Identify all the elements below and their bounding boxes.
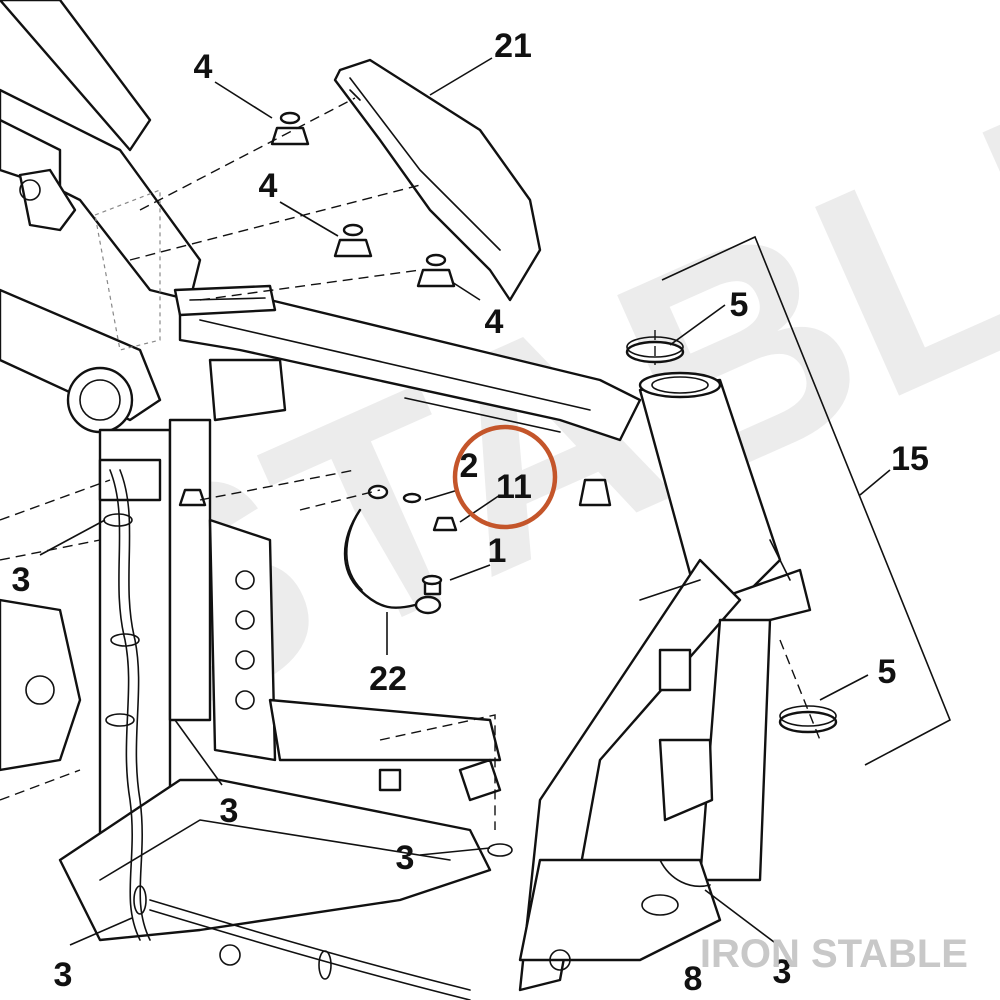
callout-3-bottom-left: 3 — [54, 956, 73, 994]
callout-21: 21 — [494, 27, 532, 65]
callout-2: 2 — [460, 447, 479, 485]
callout-3-post: 3 — [220, 792, 239, 830]
fasteners — [178, 478, 612, 596]
brand-wordmark: IRON STABLE — [700, 932, 968, 976]
callout-3-left: 3 — [12, 561, 31, 599]
callout-5-lower: 5 — [878, 653, 897, 691]
side-cover-part — [333, 58, 542, 302]
callouts: 21 4 4 4 5 15 5 2 11 1 22 3 3 3 3 3 8 — [12, 27, 929, 998]
callout-5-upper: 5 — [730, 286, 749, 324]
seat-post — [98, 358, 287, 902]
wiring-harness — [109, 469, 471, 1000]
callout-4-middle: 4 — [259, 167, 278, 205]
leader-lines — [39, 57, 952, 946]
callout-22: 22 — [369, 660, 407, 698]
callout-11: 11 — [496, 468, 532, 506]
upper-left-tubes — [0, 0, 202, 434]
bottom-rails — [58, 698, 722, 971]
callout-4-lower: 4 — [485, 303, 504, 341]
highlight-ring — [452, 424, 558, 530]
cable-ties — [103, 513, 711, 980]
callout-3-center: 3 — [396, 839, 415, 877]
callout-8: 8 — [684, 960, 703, 998]
callout-3-bottom-right: 3 — [773, 953, 792, 991]
callout-4-top: 4 — [194, 48, 213, 86]
callout-15: 15 — [891, 440, 929, 478]
left-bracket — [0, 598, 82, 772]
ground-strap — [343, 484, 442, 615]
callout-1: 1 — [488, 532, 507, 570]
frame-drawing — [0, 0, 838, 1000]
grommets — [270, 111, 456, 288]
